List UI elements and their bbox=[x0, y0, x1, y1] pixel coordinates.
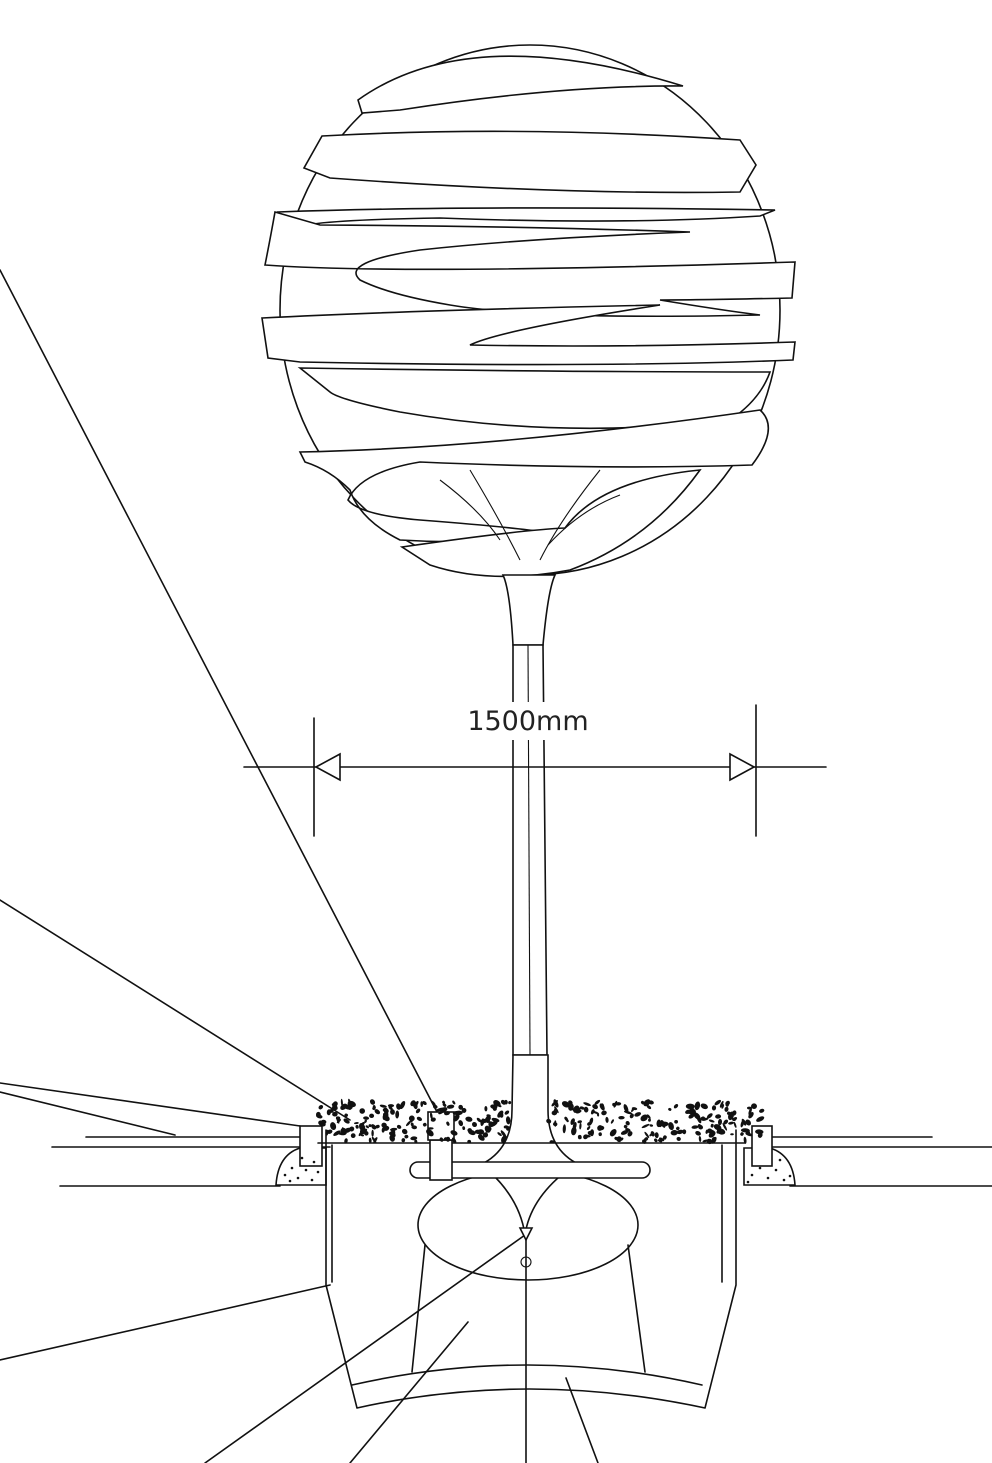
irrigation-ring bbox=[409, 1161, 651, 1179]
ground-cover-planting bbox=[315, 1098, 765, 1145]
canopy-ribbon-2 bbox=[276, 207, 776, 232]
leader-lines bbox=[0, 269, 599, 1463]
dimension-arrow-right bbox=[729, 752, 756, 782]
canopy-branches bbox=[439, 469, 621, 561]
leader-line-1 bbox=[0, 269, 438, 1113]
leader-line-7 bbox=[349, 1321, 469, 1463]
dimension-label: 1500mm bbox=[467, 706, 588, 737]
ground-surface bbox=[51, 1136, 992, 1187]
leader-line-6 bbox=[204, 1234, 526, 1463]
dimension-1500: 1500mm bbox=[243, 702, 827, 837]
root-ball bbox=[417, 1169, 639, 1281]
spiral-canopy bbox=[261, 44, 796, 578]
leader-line-5 bbox=[0, 1284, 331, 1361]
leader-line-3 bbox=[0, 1082, 311, 1131]
edge-restraint-right bbox=[743, 1125, 796, 1186]
planter-base-slab bbox=[351, 1364, 703, 1386]
leader-line-8 bbox=[565, 1377, 599, 1463]
canopy-ribbon-6 bbox=[298, 409, 770, 543]
edge-restraint-left bbox=[275, 1125, 327, 1186]
leader-line-4 bbox=[0, 1091, 176, 1136]
planter-wall bbox=[325, 1129, 737, 1409]
leader-line-2 bbox=[0, 899, 351, 1121]
tree-column bbox=[479, 574, 581, 1166]
dimension-arrow-left bbox=[314, 752, 341, 782]
column-head bbox=[501, 574, 557, 646]
canopy-ribbon-1 bbox=[302, 130, 757, 194]
canopy-ribbon-top bbox=[357, 55, 684, 114]
planter-box bbox=[317, 1111, 746, 1463]
canopy-ribbon-4 bbox=[261, 304, 796, 366]
